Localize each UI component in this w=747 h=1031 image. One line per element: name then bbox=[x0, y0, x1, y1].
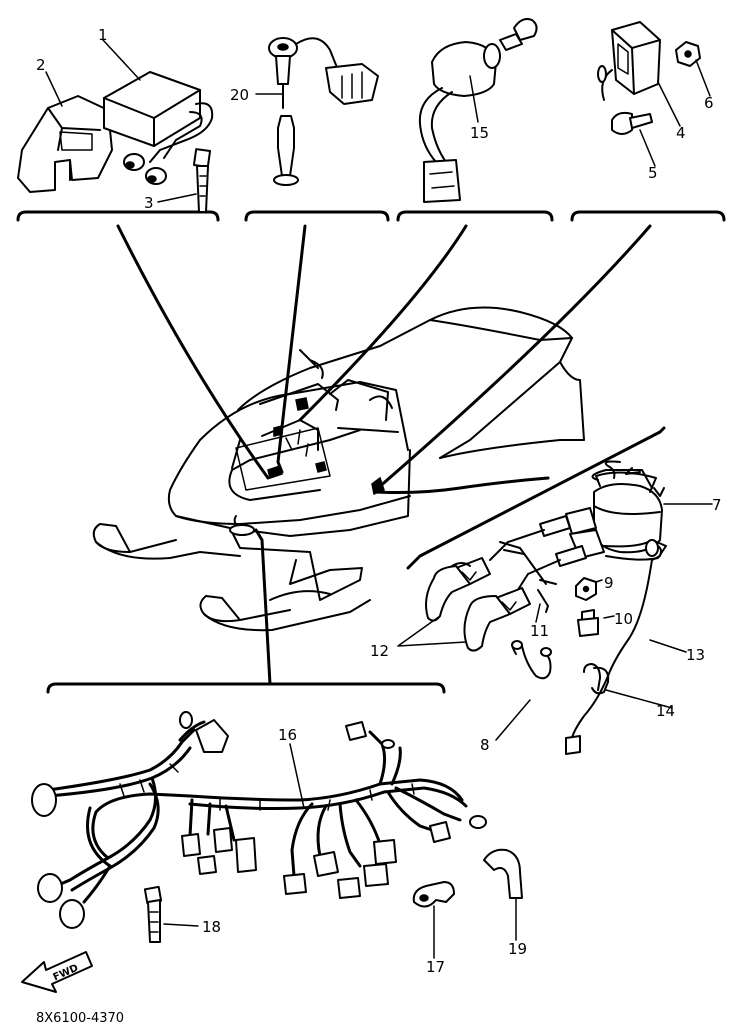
label-part-18: 18 bbox=[202, 918, 221, 936]
part-20-choke-assembly bbox=[268, 37, 379, 186]
label-part-16: 16 bbox=[278, 726, 297, 744]
part-17-clamp bbox=[412, 881, 455, 908]
label-part-6: 6 bbox=[704, 94, 714, 112]
forward-arrow: FWD bbox=[21, 951, 93, 993]
part-7-ignition-coil bbox=[539, 460, 667, 567]
part-16-wire-harness bbox=[46, 720, 468, 904]
part-10-bolt bbox=[577, 609, 599, 637]
label-part-10: 10 bbox=[614, 610, 633, 628]
bracket-ecu-group bbox=[16, 210, 220, 222]
bracket-choke-group bbox=[244, 210, 390, 222]
bracket-main-switch-group bbox=[396, 210, 554, 222]
part-14-clamp bbox=[583, 663, 610, 695]
part-13-ground-lead bbox=[565, 539, 662, 755]
part-leaders bbox=[45, 39, 713, 959]
label-part-2: 2 bbox=[36, 56, 46, 74]
part-12-plug-boots bbox=[425, 557, 531, 652]
bracket-coil-group bbox=[570, 210, 726, 222]
part-2-cover bbox=[17, 95, 113, 193]
part-1-cdi-unit bbox=[103, 71, 214, 185]
bracket-harness-group bbox=[46, 528, 446, 694]
part-4-ignition-coil bbox=[597, 21, 661, 101]
label-part-9: 9 bbox=[604, 574, 614, 592]
leader-lines-top bbox=[116, 224, 652, 490]
label-part-8: 8 bbox=[480, 736, 490, 754]
label-part-1: 1 bbox=[98, 26, 108, 44]
label-part-15: 15 bbox=[470, 124, 489, 142]
part-3-tie-band bbox=[192, 148, 212, 213]
group-brackets-top bbox=[16, 210, 726, 222]
label-part-20: 20 bbox=[230, 86, 249, 104]
part-number-labels: 1 2 3 4 5 6 7 8 9 10 11 12 13 14 15 16 1… bbox=[36, 26, 722, 976]
label-part-5: 5 bbox=[648, 164, 658, 182]
bracket-spark-group bbox=[406, 426, 666, 570]
snowmobile-body bbox=[92, 306, 585, 632]
part-19-clamp bbox=[483, 848, 523, 899]
label-part-12: 12 bbox=[370, 642, 389, 660]
part-6-nut bbox=[675, 41, 701, 67]
label-part-3: 3 bbox=[144, 194, 154, 212]
label-part-14: 14 bbox=[656, 702, 675, 720]
part-5-bolt bbox=[611, 111, 653, 135]
label-part-19: 19 bbox=[508, 940, 527, 958]
part-9-nut bbox=[575, 577, 597, 601]
harness-connectors bbox=[31, 711, 487, 929]
part-15-main-switch bbox=[418, 18, 538, 203]
label-part-17: 17 bbox=[426, 958, 445, 976]
label-part-7: 7 bbox=[712, 496, 722, 514]
part-8-clamp bbox=[511, 640, 552, 680]
label-part-4: 4 bbox=[676, 124, 686, 142]
label-part-11: 11 bbox=[530, 622, 549, 640]
part-18-tie-band bbox=[143, 885, 163, 943]
label-part-13: 13 bbox=[686, 646, 705, 664]
drawing-code: 8X6100-4370 bbox=[36, 1011, 124, 1026]
